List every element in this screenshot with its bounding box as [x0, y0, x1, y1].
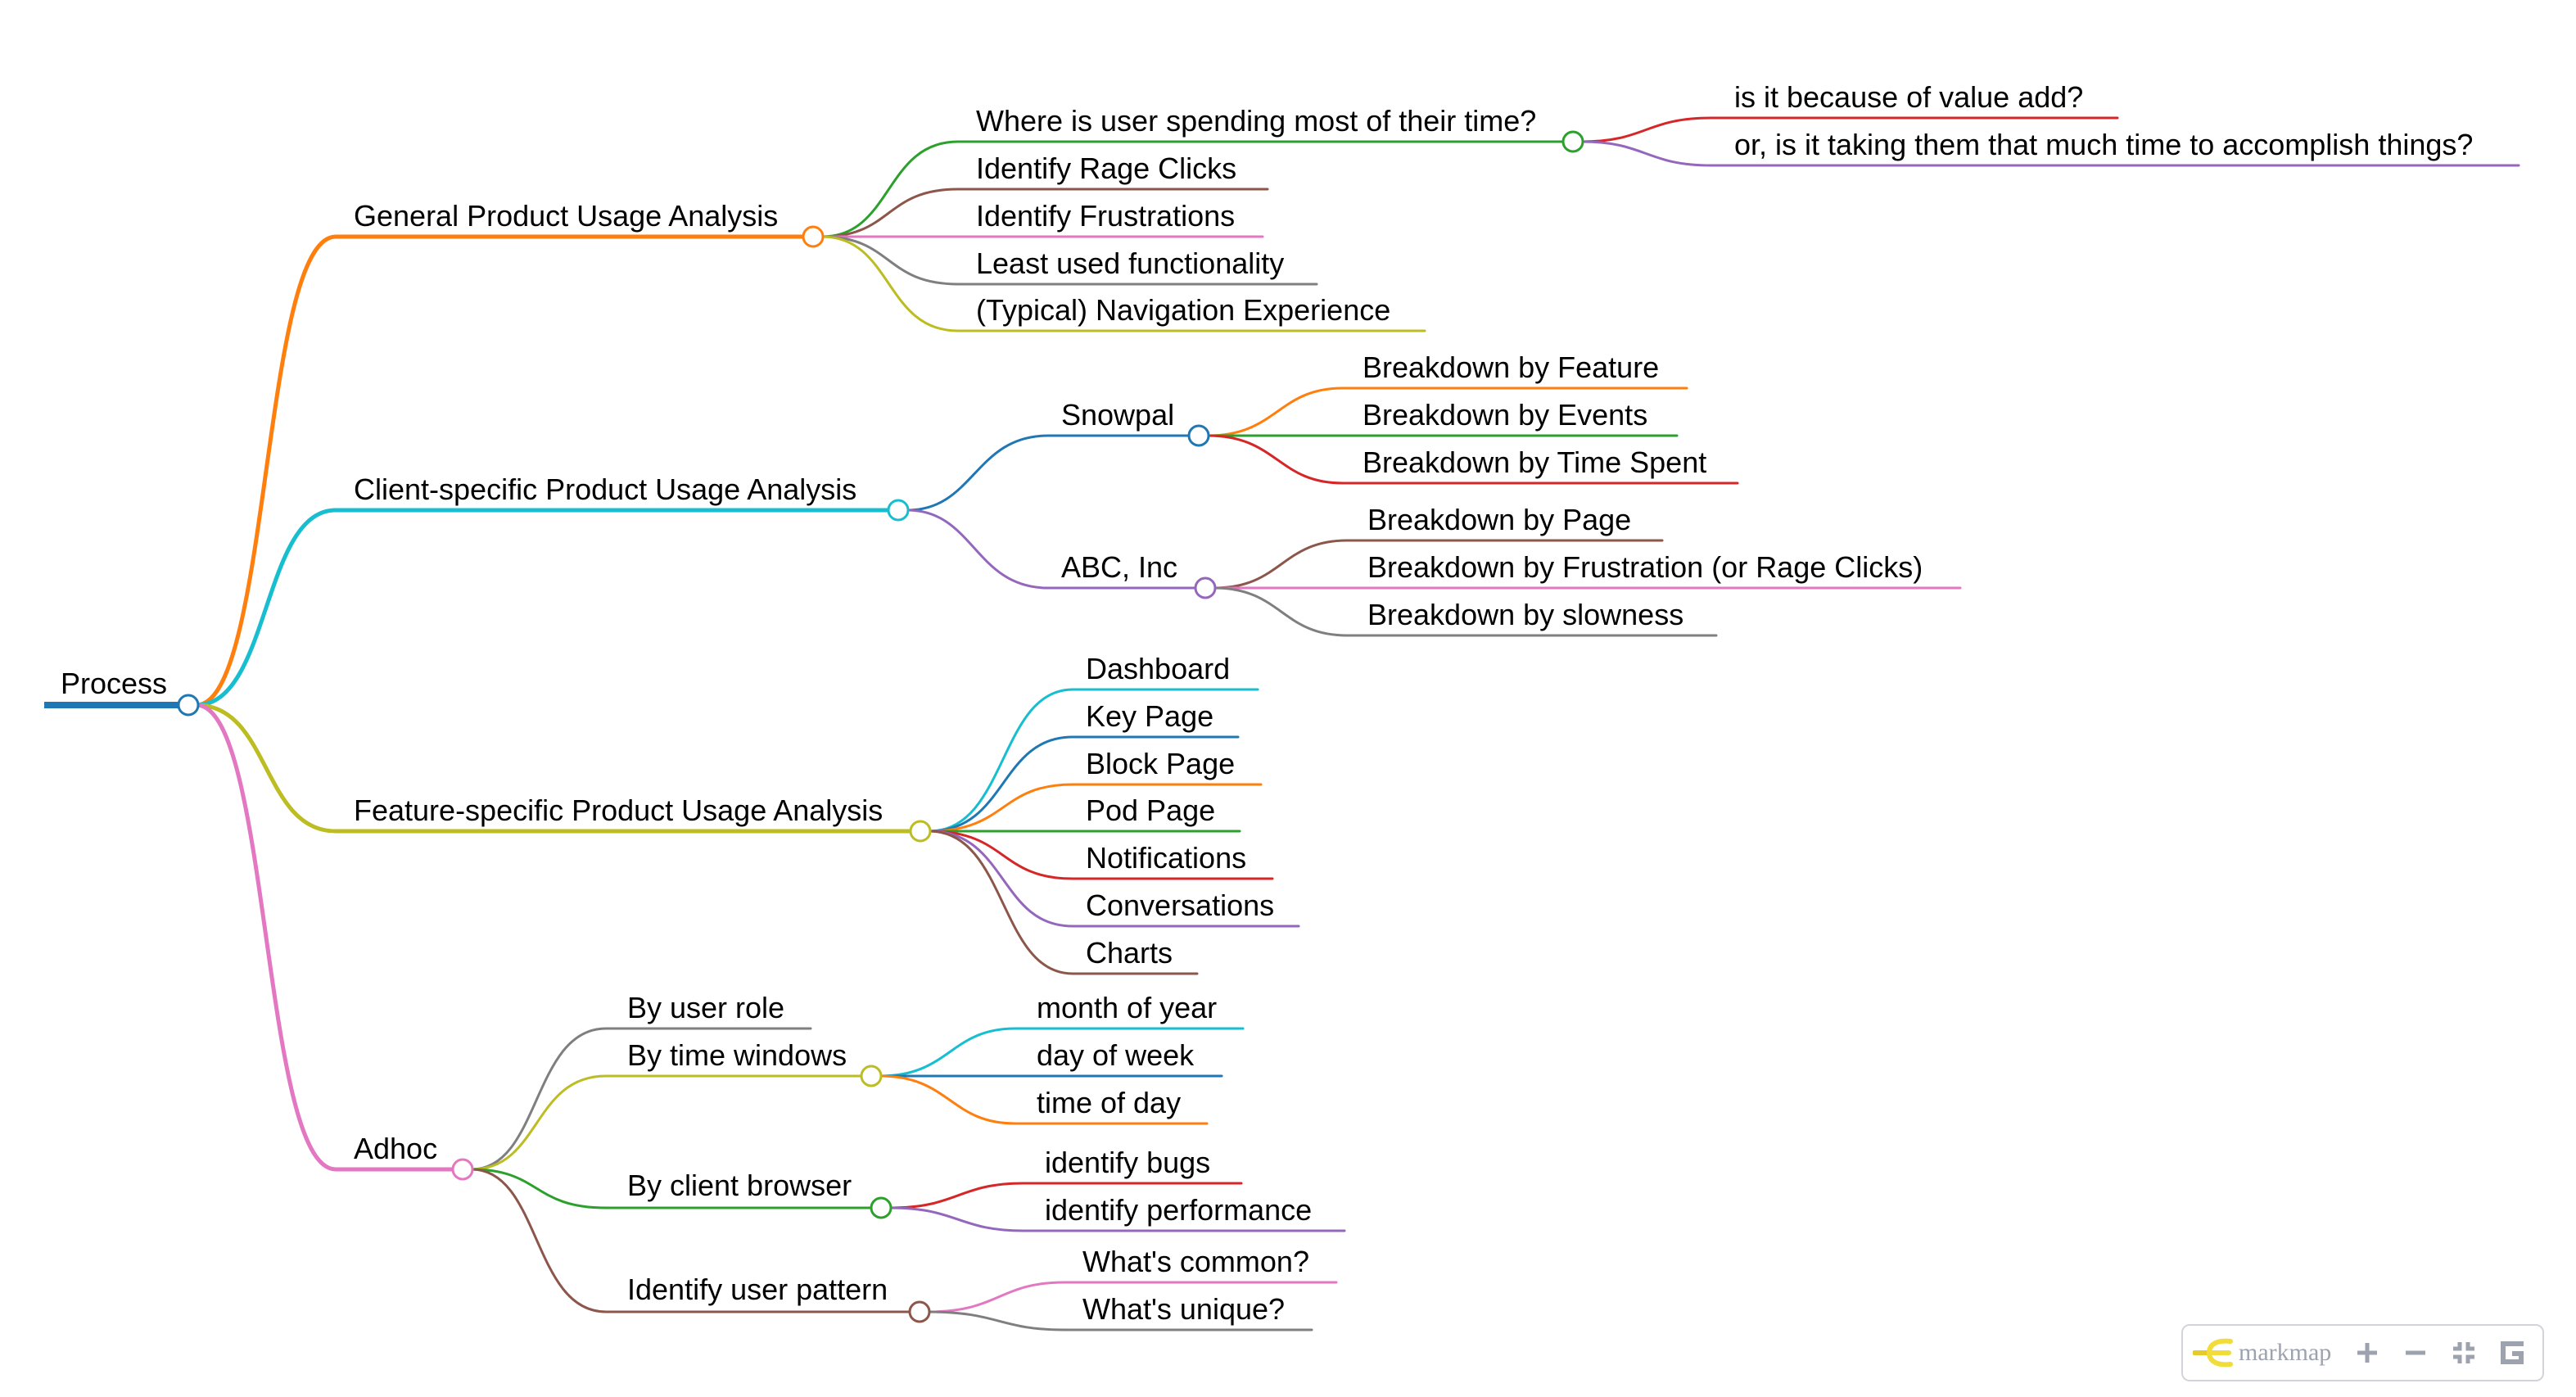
- link-time-windows: [470, 1074, 863, 1171]
- toggle-feature[interactable]: [909, 820, 932, 843]
- node-rage-label: Identify Rage Clicks: [976, 151, 1236, 185]
- link-key-page: [928, 735, 1240, 833]
- node-notifications-label: Notifications: [1086, 841, 1246, 875]
- node-bd-events-label: Breakdown by Events: [1363, 398, 1647, 432]
- toggle-browser[interactable]: [870, 1196, 893, 1219]
- link-conversations: [928, 830, 1300, 928]
- node-time-of-day-label: time of day: [1037, 1086, 1181, 1119]
- toggle-snowpal[interactable]: [1187, 424, 1210, 447]
- node-bd-page-label: Breakdown by Page: [1367, 503, 1631, 536]
- node-where-label: Where is user spending most of their tim…: [976, 104, 1536, 138]
- link-root-client: [194, 508, 891, 708]
- node-bugs-label: identify bugs: [1045, 1146, 1210, 1179]
- toggle-recursive-icon: [2500, 1341, 2524, 1364]
- link-charts: [928, 830, 1199, 975]
- zoom-out-button[interactable]: [2397, 1335, 2433, 1371]
- toggle-general[interactable]: [802, 225, 825, 248]
- node-root-label: Process: [61, 667, 167, 700]
- node-bd-feature-label: Breakdown by Feature: [1363, 350, 1659, 384]
- link-block-page: [928, 783, 1263, 833]
- link-snowpal: [906, 434, 1191, 512]
- node-bd-slowness-label: Breakdown by slowness: [1367, 598, 1683, 631]
- brand-label: markmap: [2239, 1339, 2332, 1366]
- link-month: [879, 1027, 1245, 1078]
- toggle-adhoc[interactable]: [451, 1158, 474, 1181]
- node-time-windows-label: By time windows: [627, 1038, 847, 1072]
- node-adhoc-label: Adhoc: [354, 1132, 437, 1165]
- node-dashboard-label: Dashboard: [1086, 652, 1230, 685]
- link-bugs: [888, 1182, 1243, 1209]
- fit-screen-icon: [2452, 1342, 2474, 1363]
- node-block-page-label: Block Page: [1086, 747, 1235, 780]
- node-user-role-label: By user role: [627, 991, 784, 1024]
- link-taking-time: [1580, 140, 2520, 167]
- node-performance-label: identify performance: [1045, 1193, 1312, 1227]
- node-charts-label: Charts: [1086, 936, 1173, 970]
- toggle-where[interactable]: [1561, 130, 1584, 153]
- link-notifications: [928, 830, 1274, 880]
- link-root-feature: [194, 703, 913, 834]
- node-pattern-label: Identify user pattern: [627, 1273, 888, 1306]
- fit-window-button[interactable]: [2446, 1335, 2481, 1371]
- node-day-label: day of week: [1037, 1038, 1195, 1072]
- link-unique: [927, 1310, 1313, 1331]
- toggle-time-windows[interactable]: [860, 1065, 883, 1087]
- node-unique-label: What's unique?: [1082, 1292, 1285, 1326]
- node-key-page-label: Key Page: [1086, 699, 1213, 733]
- toggle-recursively-button[interactable]: [2494, 1335, 2529, 1371]
- node-snowpal-label: Snowpal: [1061, 398, 1174, 432]
- link-where: [820, 140, 1565, 238]
- link-time-of-day: [879, 1074, 1209, 1125]
- node-conversations-label: Conversations: [1086, 888, 1274, 922]
- node-least-label: Least used functionality: [976, 246, 1284, 280]
- node-navigation-label: (Typical) Navigation Experience: [976, 293, 1390, 327]
- link-bd-page: [1213, 539, 1664, 590]
- node-pod-page-label: Pod Page: [1086, 793, 1215, 827]
- node-value-add-label: is it because of value add?: [1734, 80, 2083, 114]
- link-user-role: [470, 1027, 812, 1171]
- link-abc: [906, 509, 1197, 590]
- node-abc-label: ABC, Inc: [1061, 550, 1177, 584]
- link-root-general: [194, 234, 806, 708]
- node-feature-label: Feature-specific Product Usage Analysis: [354, 793, 883, 827]
- toggle-pattern[interactable]: [908, 1300, 931, 1323]
- link-value-add: [1580, 116, 2119, 143]
- markmap-logo-icon: [2193, 1338, 2233, 1368]
- link-performance: [888, 1206, 1346, 1232]
- toggle-root[interactable]: [177, 694, 200, 717]
- node-bd-time-label: Breakdown by Time Spent: [1363, 445, 1706, 479]
- node-common-label: What's common?: [1082, 1245, 1309, 1278]
- link-rage: [820, 188, 1269, 238]
- link-bd-slowness: [1213, 586, 1718, 637]
- minus-icon: [2405, 1350, 2425, 1355]
- zoom-in-button[interactable]: [2349, 1335, 2384, 1371]
- link-least: [820, 235, 1318, 286]
- plus-icon: [2357, 1343, 2377, 1363]
- link-navigation: [820, 235, 1426, 332]
- node-bd-frustration-label: Breakdown by Frustration (or Rage Clicks…: [1367, 550, 1923, 584]
- markmap-toolbar: markmap: [2181, 1324, 2544, 1381]
- toggle-abc[interactable]: [1194, 576, 1217, 599]
- node-general-label: General Product Usage Analysis: [354, 199, 778, 233]
- toggle-client[interactable]: [887, 499, 910, 522]
- node-browser-label: By client browser: [627, 1169, 852, 1202]
- node-client-label: Client-specific Product Usage Analysis: [354, 472, 856, 506]
- link-browser: [470, 1168, 873, 1209]
- link-dashboard: [928, 688, 1259, 833]
- link-pattern: [470, 1168, 911, 1313]
- node-taking-time-label: or, is it taking them that much time to …: [1734, 128, 2473, 161]
- node-frustrations-label: Identify Frustrations: [976, 199, 1235, 233]
- link-common: [927, 1281, 1338, 1313]
- brand-link[interactable]: markmap: [2193, 1326, 2331, 1380]
- link-root-adhoc: [194, 703, 455, 1172]
- node-month-label: month of year: [1037, 991, 1217, 1024]
- link-bd-feature: [1206, 387, 1688, 437]
- link-bd-time: [1206, 434, 1739, 485]
